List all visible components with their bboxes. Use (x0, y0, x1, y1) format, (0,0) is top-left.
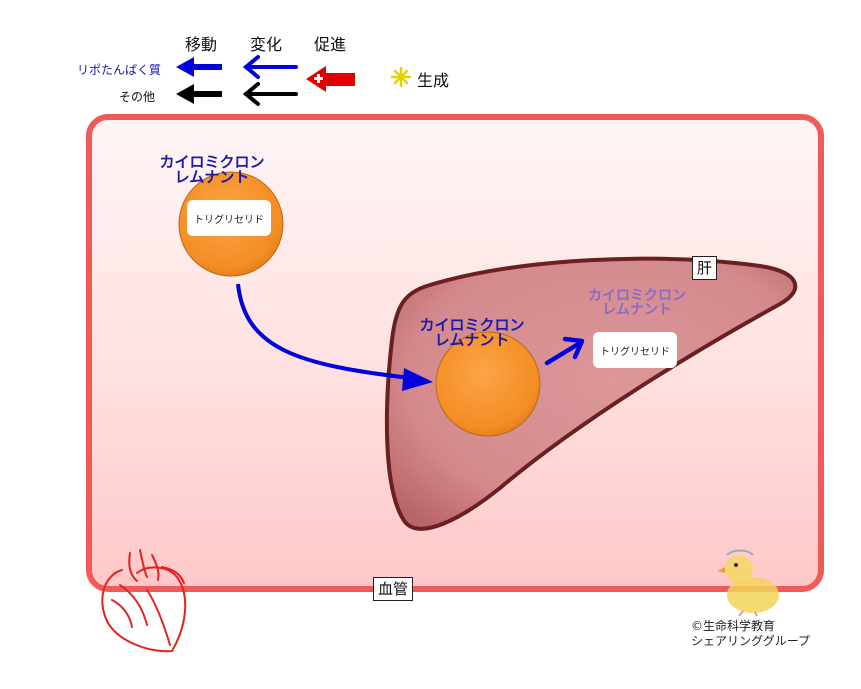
remnant-particle-liver (435, 331, 541, 437)
copyright-line1: ©生命科学教育 (691, 619, 776, 633)
legend-change-arrow-black (242, 82, 298, 106)
change-arrow-in-liver (544, 336, 585, 366)
remnant-faded-name-line2: レムナント (602, 302, 672, 318)
move-arrow-to-liver (236, 283, 433, 391)
remnant-top-name-line1: カイロミクロン (159, 153, 265, 171)
remnant-liver-name-line2: レムナント (434, 331, 510, 349)
remnant-liver-name: カイロミクロン レムナント (410, 318, 534, 348)
legend-header-promote: 促進 (314, 35, 347, 54)
remnant-faded-content: トリグリセリド (593, 332, 677, 368)
legend-generate-label: 生成 (417, 71, 450, 90)
legend-move-arrow-black (176, 84, 222, 104)
liver-label: 肝 (692, 256, 718, 280)
heart-icon (101, 549, 187, 653)
remnant-faded-name-line1: カイロミクロン (588, 288, 686, 304)
legend-change-arrow-blue (242, 55, 298, 79)
legend-move-arrow-blue (176, 57, 222, 77)
legend-promote-arrow (306, 66, 355, 92)
legend-header-change: 変化 (250, 35, 283, 54)
chick-mascot-icon (717, 549, 779, 617)
remnant-liver-name-line1: カイロミクロン (419, 316, 525, 334)
remnant-faded-name: カイロミクロン レムナント (575, 289, 699, 317)
sparkle-icon (390, 66, 412, 88)
legend-row-lipoprotein: リポたんぱく質 (77, 63, 162, 77)
liver-shape (384, 256, 798, 531)
blood-vessel-label: 血管 (373, 577, 414, 601)
remnant-top-content: トリグリセリド (187, 200, 271, 236)
remnant-top-name: カイロミクロン レムナント (150, 155, 274, 185)
remnant-top-name-line2: レムナント (174, 168, 250, 186)
copyright: ©生命科学教育 シェアリンググループ (691, 619, 810, 649)
copyright-line2: シェアリンググループ (691, 634, 811, 648)
legend-arrows (176, 55, 412, 106)
legend-row-other: その他 (119, 90, 156, 104)
legend-header-move: 移動 (185, 35, 218, 54)
